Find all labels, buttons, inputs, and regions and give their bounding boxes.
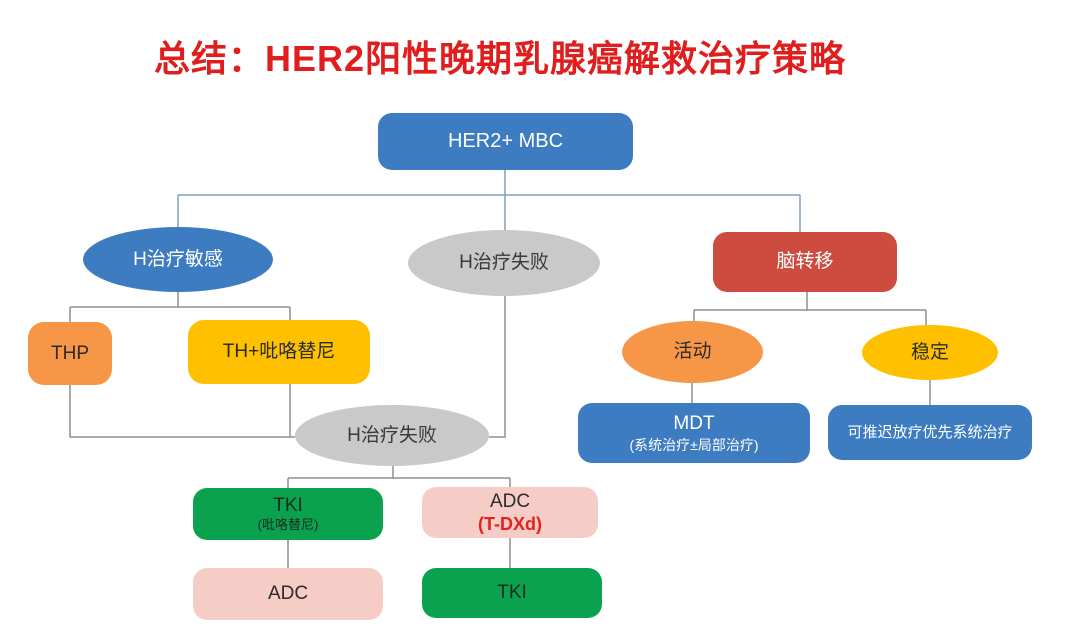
node-h-treatment-sensitive: H治疗敏感: [83, 227, 273, 292]
node-th-pyrotinib: TH+吡咯替尼: [188, 320, 370, 384]
node-brain-metastasis-label: 脑转移: [776, 251, 834, 273]
node-mdt: MDT (系统治疗±局部治疗): [578, 403, 810, 463]
node-thp-label: THP: [51, 342, 89, 364]
node-adc: ADC: [193, 568, 383, 620]
node-adc-label: ADC: [267, 583, 309, 605]
node-defer-radiotherapy-label: 可推迟放疗优先系统治疗: [847, 423, 1013, 441]
node-stable: 稳定: [862, 325, 998, 380]
node-tki-pyrotinib: TKI (吡咯替尼): [193, 488, 383, 540]
node-stable-label: 稳定: [910, 341, 949, 363]
page-title: 总结：HER2阳性晚期乳腺癌解救治疗策略: [153, 38, 847, 79]
node-mdt-label: MDT: [673, 412, 715, 434]
node-thp: THP: [28, 322, 112, 385]
node-h-treatment-failure-1: H治疗失败: [408, 230, 600, 296]
node-h-treatment-failure-2-label: H治疗失败: [347, 424, 437, 446]
node-adc-tdxd-sublabel: (T-DXd): [478, 513, 542, 534]
node-mdt-sublabel: (系统治疗±局部治疗): [629, 437, 759, 454]
node-tki: TKI: [422, 568, 602, 618]
node-adc-tdxd: ADC (T-DXd): [422, 487, 598, 538]
node-tki-label: TKI: [497, 582, 527, 604]
node-defer-radiotherapy: 可推迟放疗优先系统治疗: [828, 405, 1032, 460]
node-h-treatment-sensitive-label: H治疗敏感: [133, 248, 223, 270]
node-adc-tdxd-label: ADC: [489, 490, 531, 512]
node-th-pyrotinib-label: TH+吡咯替尼: [222, 341, 336, 363]
node-her2-mbc-label: HER2+ MBC: [447, 130, 564, 152]
node-brain-metastasis: 脑转移: [713, 232, 897, 292]
node-active: 活动: [622, 321, 763, 383]
node-tki-pyrotinib-sublabel: (吡咯替尼): [257, 517, 319, 533]
node-active-label: 活动: [673, 341, 712, 363]
node-h-treatment-failure-2: H治疗失败: [295, 405, 489, 466]
node-her2-mbc: HER2+ MBC: [378, 113, 633, 170]
node-h-treatment-failure-1-label: H治疗失败: [459, 252, 549, 274]
node-tki-pyrotinib-label: TKI: [273, 494, 303, 516]
